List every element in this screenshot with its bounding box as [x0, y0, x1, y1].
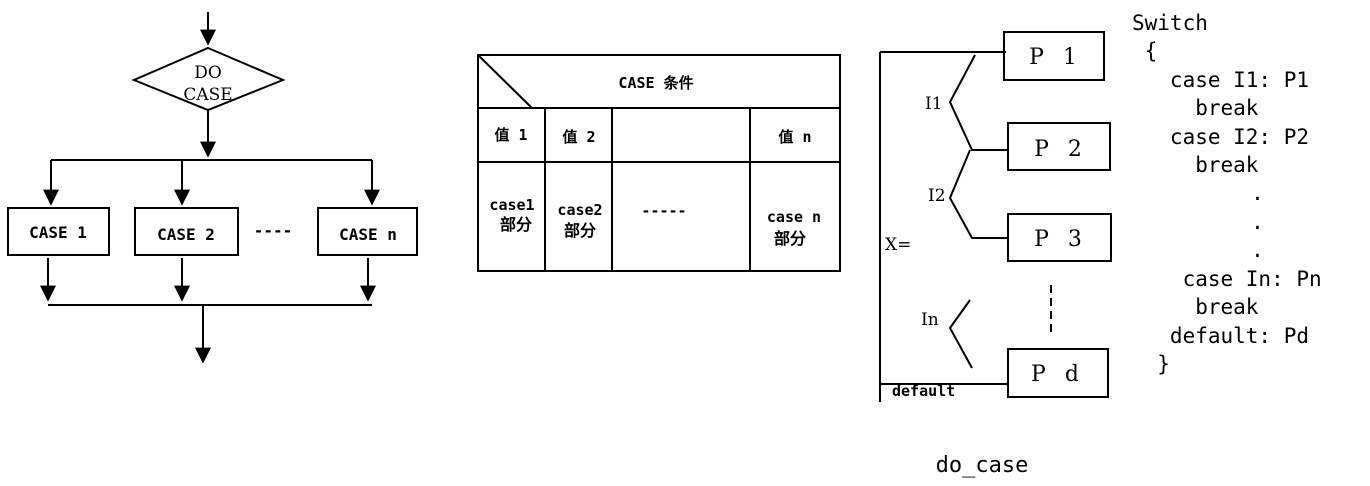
table-part-1-line1: case1 [489, 196, 534, 214]
table-value-2: 值 2 [562, 128, 595, 146]
table-part-2-line2: 部分 [564, 221, 596, 240]
code-line: case I1: P1 [1132, 68, 1309, 92]
branch-label-i1: I1 [925, 94, 943, 114]
table-value-1: 值 1 [494, 126, 527, 144]
code-line: break [1132, 96, 1259, 120]
table-header: CASE 条件 [618, 74, 693, 92]
p2-label: P 2 [1034, 137, 1088, 162]
p2-box [1007, 122, 1111, 171]
case1-label: CASE 1 [29, 223, 87, 242]
code-line: Switch [1132, 11, 1208, 35]
case1-box [7, 207, 110, 256]
case2-label: CASE 2 [157, 225, 215, 244]
code-line: } [1132, 352, 1170, 376]
decision-label-line1: DO [194, 63, 222, 83]
diagram-caption: do_case [936, 453, 1029, 478]
code-line: case I2: P2 [1132, 125, 1309, 149]
default-label: default [892, 382, 955, 400]
code-line: . [1150, 210, 1264, 234]
case2-box [134, 207, 239, 256]
code-line: . [1150, 181, 1264, 205]
table-part-n-line1: case n [767, 208, 821, 226]
code-line: break [1132, 295, 1259, 319]
case-table [477, 54, 841, 272]
branch-label-i2: I2 [928, 186, 946, 206]
switch-arm-i2 [948, 149, 1008, 239]
p1-box [1003, 31, 1105, 81]
pd-label: P d [1031, 362, 1085, 387]
switch-arm-i1 [948, 54, 1008, 151]
code-line: break [1132, 153, 1259, 177]
code-line: { [1132, 39, 1157, 63]
casen-box [317, 207, 418, 256]
p3-label: P 3 [1034, 227, 1088, 252]
table-part-3-line1: ----- [641, 202, 686, 220]
table-part-2-line1: case2 [557, 201, 602, 219]
switch-diagram [879, 31, 1112, 402]
switch-code: Switch { case I1: P1 break case I2: P2 b… [1132, 11, 1322, 376]
table-part-1-line2: 部分 [500, 215, 532, 234]
flowchart [7, 12, 418, 364]
switch-arm-in [948, 299, 973, 369]
decision-label-line2: CASE [183, 85, 232, 105]
p1-label: P 1 [1029, 45, 1083, 70]
x-equals-label: X= [885, 235, 911, 255]
code-line: . [1150, 238, 1264, 262]
branch-label-in: In [921, 310, 939, 330]
casen-label: CASE n [339, 225, 397, 244]
code-line: default: Pd [1132, 324, 1309, 348]
p3-box [1007, 213, 1112, 262]
case-ellipsis: ---- [254, 221, 293, 240]
pd-box [1007, 348, 1109, 398]
code-line: case In: Pn [1132, 267, 1322, 291]
table-header-diagonal [477, 54, 533, 109]
table-part-n-line2: 部分 [774, 229, 806, 248]
table-value-n: 值 n [778, 128, 811, 146]
